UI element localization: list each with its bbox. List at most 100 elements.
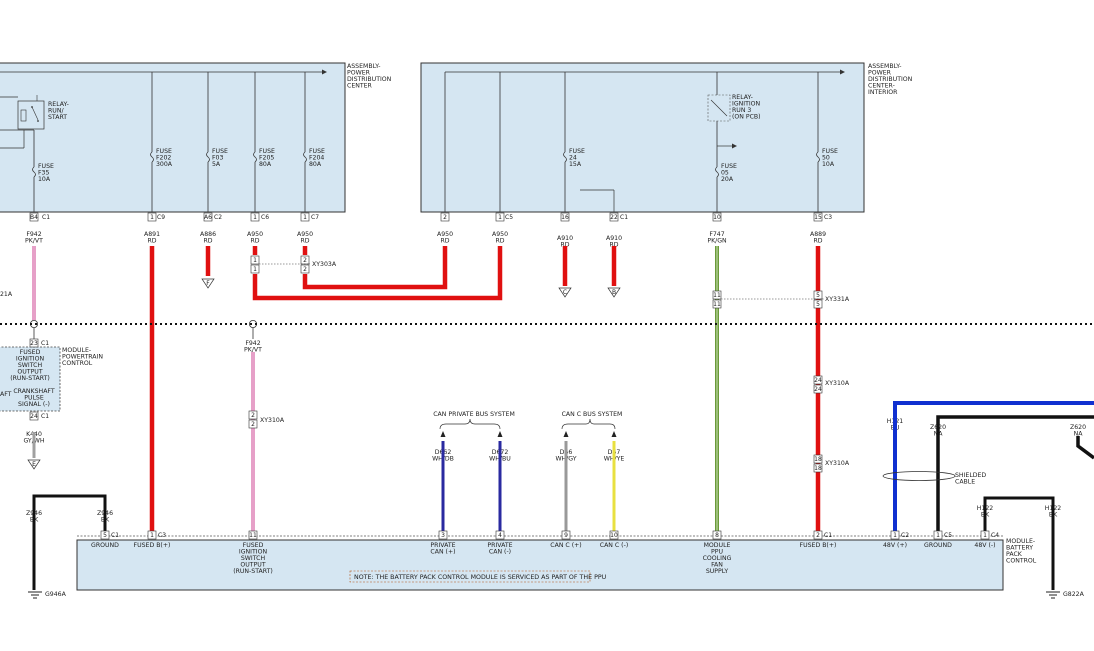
splice-xy331a-label: XY331A: [825, 296, 850, 303]
bpcm-pin-1-label-line: FUSED B(+): [134, 542, 171, 549]
fuse-4-label-line: F204: [309, 155, 324, 162]
wire-a950-loop-a: [252, 246, 503, 301]
bpcm-pin-2-label-line: IGNITION: [239, 549, 268, 556]
pin-pdc_a6-box: [203, 212, 213, 222]
pin-bp_9-box: [561, 530, 571, 540]
pcm-fused-ign-label-line: OUTPUT: [17, 369, 42, 376]
pin-int_15-box: [813, 212, 823, 222]
pin-pcm_24-box: [29, 411, 39, 421]
ground-g822a-label: G822A: [1063, 591, 1085, 598]
wl-f942-color: PK/VT: [25, 238, 43, 245]
ground-g946a-label: G946A: [45, 591, 67, 598]
wl-a950-3-circuit: A950: [437, 231, 453, 238]
bus-arrow-icon: [611, 431, 617, 437]
pin-xy310_18b: 18: [814, 465, 822, 472]
connector-c1: C1: [42, 214, 50, 221]
pin-xy331_5b-box: [813, 299, 823, 309]
fuse-6-label-line: 05: [721, 170, 729, 177]
wl-f942-b-circuit: F942: [245, 340, 260, 347]
can-c-bus-label: CAN C BUS SYSTEM: [562, 411, 623, 418]
wl-f747-circuit: F747: [709, 231, 724, 238]
bpcm-pin-7-label-line: MODULE: [704, 542, 731, 549]
wl-a950-4-circuit: A950: [492, 231, 508, 238]
pin-pcm_23-box: [29, 338, 39, 348]
fuse-icon: [206, 151, 210, 163]
bpcm-pin-10-label-line: GROUND: [924, 542, 952, 549]
battery-pack-note: NOTE: THE BATTERY PACK CONTROL MODULE IS…: [354, 574, 607, 581]
fuse-7-label-line: 50: [822, 155, 830, 162]
wl-a950-4-color: RD: [495, 238, 504, 245]
pin-bp_3: 3: [441, 532, 445, 539]
relay-ignition-run3-label-line: (ON PCB): [732, 114, 761, 121]
power-distribution-center: [0, 62, 346, 213]
pdc-interior-label-line: ASSEMBLY-: [868, 63, 901, 70]
pin-pdc_a6: A6: [204, 214, 212, 221]
pin-pdc_1c7-box: [300, 212, 310, 222]
connector-c2: C2: [901, 532, 909, 539]
bpcm-pin-3-label-line: PRIVATE: [430, 542, 455, 549]
relay-run-start-label-line: START: [48, 114, 67, 121]
wl-a891-circuit: A891: [144, 231, 160, 238]
splice-xy310a-label: XY310A: [825, 380, 850, 387]
pin-pdc_1c6: 1: [253, 214, 257, 221]
pin-bp_9: 9: [564, 532, 568, 539]
fuse-2-label-line: F03: [212, 155, 223, 162]
pin-bp_4: 4: [498, 532, 502, 539]
pin-xy310_18a-box: [813, 454, 823, 464]
pin-bp_3-box: [438, 530, 448, 540]
offpage-b-icon: [607, 287, 621, 298]
pin-int_22: 22: [610, 214, 618, 221]
connector-c5: C5: [944, 532, 952, 539]
bpcm-pin-2-label-line: SWITCH: [241, 555, 266, 562]
pin-xy310_2a-box: [248, 410, 258, 420]
pcm-crank-label-line: SIGNAL (-): [18, 401, 50, 408]
fuse-6-label-line: FUSE: [721, 163, 737, 170]
pin-xy310_24a: 24: [814, 377, 822, 384]
pin-pdc_b4: B4: [30, 214, 38, 221]
pin-xy303_1b-box: [250, 264, 260, 274]
fuse-icon: [715, 166, 719, 178]
powertrain-control-module: [0, 346, 61, 412]
shielded-cable-label-line: CABLE: [955, 479, 975, 486]
connector-c1: C1: [111, 532, 119, 539]
ground-g946a-icon: [28, 591, 42, 599]
fuse-1-label-line: FUSE: [156, 148, 172, 155]
pdc-interior-label-line: CENTER-: [868, 83, 895, 90]
fuse-7-label-line: FUSE: [822, 148, 838, 155]
pin-bp_11-box: [248, 530, 258, 540]
offpage-c-icon: [558, 287, 572, 298]
bpcm-pin-7-label-line: SUPPLY: [706, 568, 729, 575]
bpcm-pin-7-label-line: PPU: [711, 549, 723, 556]
connector-c3: C3: [158, 532, 166, 539]
pcm-label-line: POWERTRAIN: [62, 354, 103, 361]
pin-bp_1c5-box: [933, 530, 943, 540]
pin-xy331_11a: 11: [713, 292, 721, 299]
pin-bp_1c3-box: [147, 530, 157, 540]
offpage-b: B: [612, 289, 616, 296]
pin-bp_8: 8: [715, 532, 719, 539]
can-private-bus-label: CAN PRIVATE BUS SYSTEM: [433, 411, 515, 418]
pcm-crank-label-line: PULSE: [24, 395, 44, 402]
wire-z620-1: [936, 415, 1094, 536]
fuse-2-label-line: 5A: [212, 161, 221, 168]
pin-xy310_24a-box: [813, 375, 823, 385]
connector-c9: C9: [157, 214, 165, 221]
pin-pcm_24: 24: [30, 413, 38, 420]
wl-z620-2-circuit: Z620: [1070, 424, 1086, 431]
pin-xy310_2a: 2: [251, 412, 255, 419]
connector-c7: C7: [311, 214, 319, 221]
connector-c5: C5: [505, 214, 513, 221]
pin-int_1c5-box: [495, 212, 505, 222]
pin-bp_1c3: 1: [150, 532, 154, 539]
ground-g822a-icon: [1046, 591, 1060, 599]
wl-a910-1-circuit: A910: [557, 235, 573, 242]
fuse-6-label-line: 20A: [721, 176, 734, 183]
pin-bp_10: 10: [610, 532, 618, 539]
bpcm-pin-6-label-line: CAN C (-): [600, 542, 629, 549]
fuse-2-label-line: FUSE: [212, 148, 228, 155]
fuse-1-label-line: F202: [156, 155, 171, 162]
pdc-label-line: CENTER: [347, 83, 373, 90]
pcm-aft-label: AFT: [0, 391, 12, 398]
pin-int_22-box: [609, 212, 619, 222]
relay-ignition-run3-label-line: RELAY-: [732, 94, 753, 101]
